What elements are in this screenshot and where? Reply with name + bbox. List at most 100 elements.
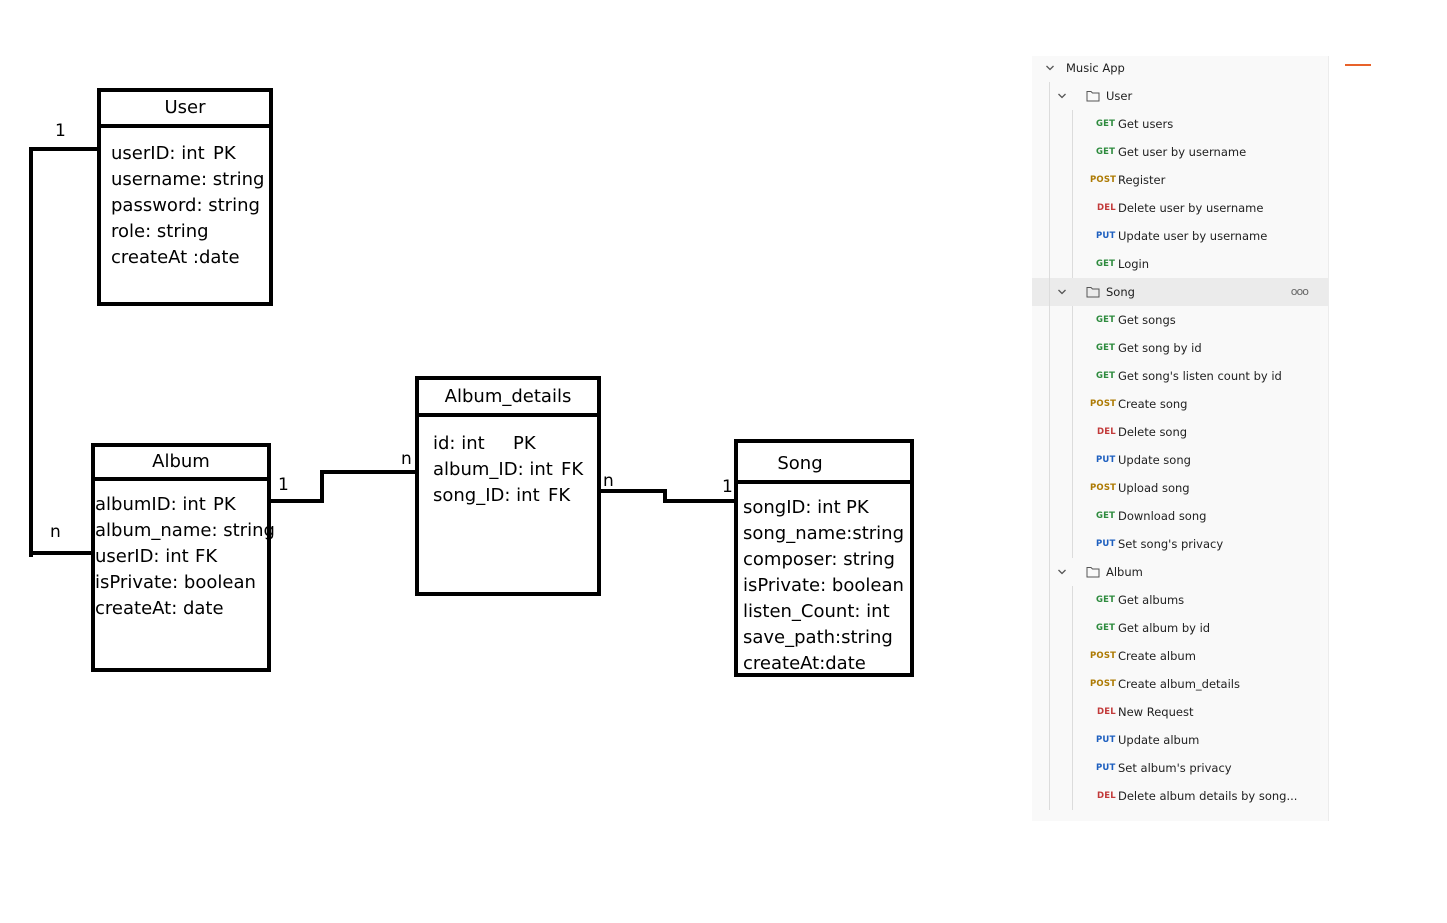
http-method-badge: GET — [1096, 147, 1116, 157]
attribute-text: listen_Count: int — [743, 601, 890, 622]
request-name: Set album's privacy — [1118, 761, 1232, 775]
request-name: Register — [1118, 173, 1166, 187]
chevron-down-icon[interactable] — [1044, 62, 1056, 74]
attribute-text: createAt: date — [95, 598, 224, 619]
http-method-badge: GET — [1096, 343, 1116, 353]
request-name: Set song's privacy — [1118, 537, 1224, 551]
more-options-icon[interactable]: ooo — [1290, 285, 1309, 298]
request-name: Create album — [1118, 649, 1196, 663]
request-name: Get album by id — [1118, 621, 1211, 635]
attribute-text: id: int — [433, 433, 485, 454]
attribute-key: PK — [213, 143, 236, 164]
attribute-text: userID: int — [95, 546, 189, 567]
attribute-text: userID: int — [111, 143, 205, 164]
http-method-badge: PUT — [1096, 763, 1116, 773]
cardinality-label: n — [401, 449, 412, 469]
attribute-text: password: string — [111, 195, 260, 216]
folder-row-song[interactable]: Song ooo — [1032, 278, 1328, 306]
relationship-line — [599, 489, 667, 493]
attribute-row: createAt:date — [743, 651, 910, 677]
attribute-row: username: string — [111, 167, 269, 193]
tree-guide-line — [1072, 586, 1073, 810]
request-name: Get song's listen count by id — [1118, 369, 1282, 383]
attribute-row: composer: string — [743, 547, 910, 573]
album-details-entity-title: Album_details — [419, 380, 597, 417]
attribute-row: listen_Count: int — [743, 599, 910, 625]
request-name: Update album — [1118, 733, 1200, 747]
tree-guide-line — [1049, 82, 1050, 810]
http-method-badge: PUT — [1096, 735, 1116, 745]
http-method-badge: GET — [1096, 119, 1116, 129]
attribute-text: role: string — [111, 221, 209, 242]
folder-row-user[interactable]: User — [1032, 82, 1328, 110]
relationship-line — [663, 499, 736, 503]
request-name: Get user by username — [1118, 145, 1247, 159]
http-method-badge: DEL — [1097, 707, 1116, 717]
http-method-badge: PUT — [1096, 455, 1116, 465]
attribute-key: PK — [213, 494, 236, 515]
http-method-badge: PUT — [1096, 539, 1116, 549]
attribute-text: isPrivate: boolean — [95, 572, 256, 593]
http-method-badge: POST — [1090, 483, 1117, 493]
http-method-badge: GET — [1096, 595, 1116, 605]
user-entity-title: User — [101, 92, 269, 128]
accent-bar — [1345, 64, 1371, 66]
attribute-key: FK — [561, 459, 584, 480]
folder-name: Song — [1106, 285, 1135, 299]
http-method-badge: DEL — [1097, 791, 1116, 801]
request-name: Upload song — [1118, 481, 1190, 495]
attribute-text: createAt :date — [111, 247, 240, 268]
folder-row-album[interactable]: Album — [1032, 558, 1328, 586]
request-name: Delete user by username — [1118, 201, 1264, 215]
request-name: Get song by id — [1118, 341, 1202, 355]
attribute-row: password: string — [111, 193, 269, 219]
cardinality-label: 1 — [722, 477, 733, 497]
request-name: Create album_details — [1118, 677, 1240, 691]
chevron-down-icon[interactable] — [1056, 286, 1068, 298]
attribute-row: createAt :date — [111, 245, 269, 271]
request-name: Create song — [1118, 397, 1188, 411]
request-name: Delete album details by song... — [1118, 789, 1298, 803]
attribute-text: songID: int — [743, 497, 841, 518]
attribute-text: album_name: string — [95, 520, 275, 541]
attribute-text: song_name:string — [743, 523, 905, 544]
relationship-line — [29, 551, 95, 555]
chevron-down-icon[interactable] — [1056, 90, 1068, 102]
user-entity-attributes: userID: int PK username: string password:… — [111, 141, 269, 271]
collection-row[interactable]: Music App — [1032, 56, 1328, 82]
request-name: Update song — [1118, 453, 1191, 467]
chevron-down-icon[interactable] — [1056, 566, 1068, 578]
request-name: Get users — [1118, 117, 1174, 131]
attribute-text: createAt:date — [743, 653, 866, 674]
relationship-line — [29, 147, 101, 151]
http-method-badge: DEL — [1097, 203, 1116, 213]
